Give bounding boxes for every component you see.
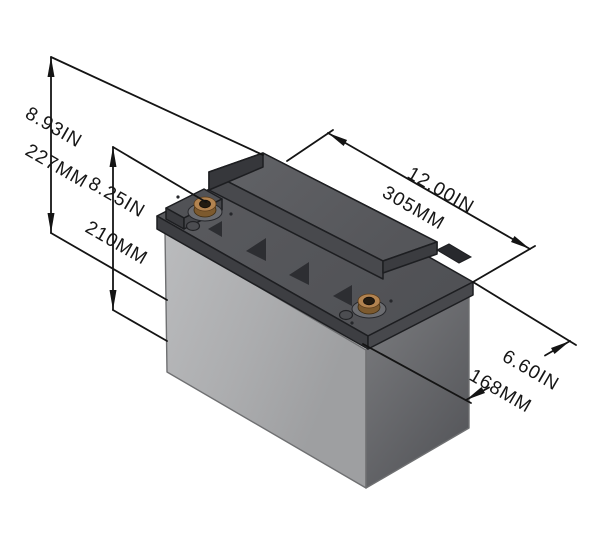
arrowhead-icon — [109, 290, 117, 310]
ridge-right-end-face — [382, 241, 438, 274]
lid-dot — [389, 299, 393, 303]
arrowhead-icon — [47, 213, 55, 233]
lid-dot — [350, 321, 354, 325]
lid-right-groove — [435, 243, 473, 264]
gusset-triangle — [289, 262, 309, 285]
vent-plug-icon — [338, 309, 354, 321]
dim-label-case-height-mm: 210MM — [82, 217, 152, 269]
battery-terminal-left — [187, 196, 223, 222]
lid-dot — [229, 212, 233, 216]
battery-terminal-right — [351, 293, 387, 319]
lid-dot — [176, 195, 180, 199]
gusset-triangle — [333, 285, 352, 306]
ridge-left-end-face — [208, 152, 264, 191]
battery — [156, 152, 474, 489]
gusset-triangle — [208, 221, 222, 237]
arrowhead-icon — [328, 133, 348, 146]
arrowhead-icon — [109, 147, 117, 167]
dim-label-overall-height-mm: 227MM — [22, 140, 92, 192]
dim-label-case-height-in: 8.25IN — [85, 173, 149, 222]
arrowhead-icon — [551, 341, 570, 354]
vent-plug-icon — [185, 220, 201, 232]
gusset-triangle — [246, 238, 266, 261]
arrowhead-icon — [511, 236, 530, 249]
arrowhead-icon — [47, 57, 55, 77]
arrowhead-icon — [466, 387, 485, 400]
battery-lid-side — [367, 281, 474, 350]
